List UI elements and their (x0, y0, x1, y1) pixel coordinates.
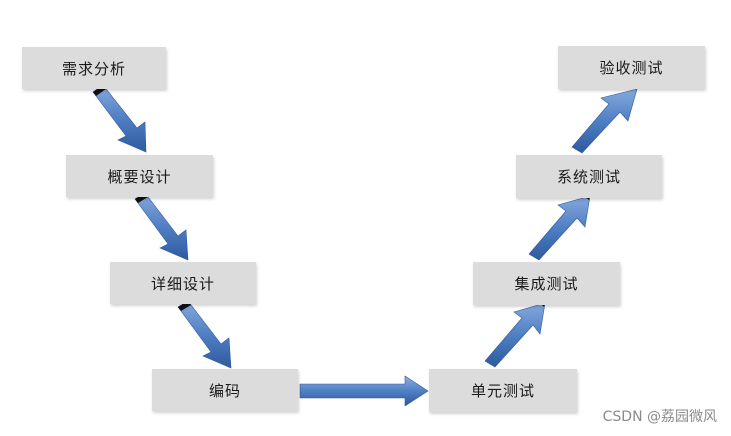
node-system-testing: 系统测试 (516, 155, 662, 198)
node-high-level-design: 概要设计 (66, 155, 213, 197)
arrow-unit-to-int (484, 302, 546, 368)
node-unit-testing: 单元测试 (429, 369, 577, 412)
node-label: 系统测试 (556, 168, 621, 186)
node-label: 详细设计 (150, 274, 215, 293)
node-label: 需求分析 (61, 59, 126, 78)
watermark-text: CSDN @荔园微风 (602, 409, 717, 425)
arrow-det-to-code (177, 300, 232, 369)
arrow-int-to-sys (528, 195, 591, 261)
node-label: 集成测试 (514, 275, 579, 293)
node-coding: 编码 (152, 369, 298, 411)
arrow-req-to-high (92, 84, 147, 153)
node-label: 编码 (208, 381, 241, 400)
arrow-sys-to-acc (571, 88, 638, 154)
arrow-high-to-det (134, 192, 189, 261)
node-integration-testing: 集成测试 (473, 262, 620, 305)
node-label: 验收测试 (599, 59, 664, 77)
node-acceptance-testing: 验收测试 (558, 46, 705, 89)
node-detailed-design: 详细设计 (110, 262, 256, 304)
node-label: 单元测试 (470, 382, 535, 400)
node-label: 概要设计 (107, 167, 172, 186)
node-requirements-analysis: 需求分析 (22, 47, 166, 89)
arrow-code-to-unit (299, 375, 429, 407)
